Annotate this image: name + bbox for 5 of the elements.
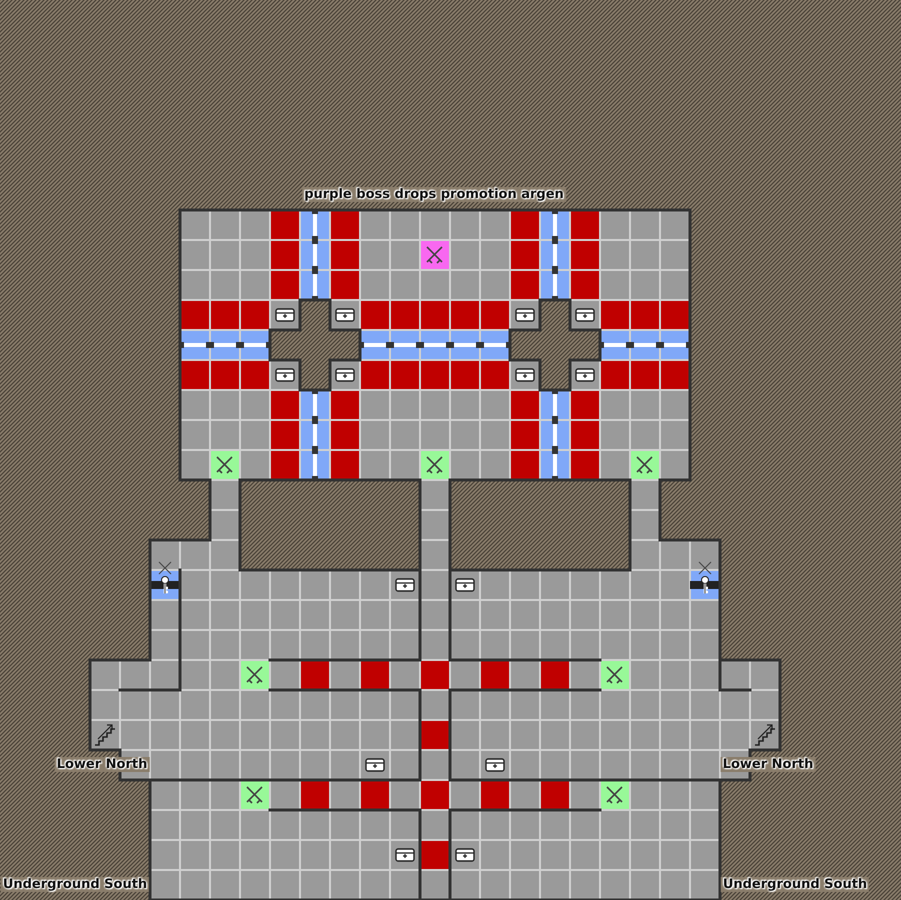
- map-title: purple boss drops promotion argen: [302, 187, 566, 202]
- area-label: Lower North: [54, 757, 150, 772]
- area-label: Underground South: [0, 877, 150, 892]
- area-label: Underground South: [720, 877, 870, 892]
- area-label: Lower North: [720, 757, 816, 772]
